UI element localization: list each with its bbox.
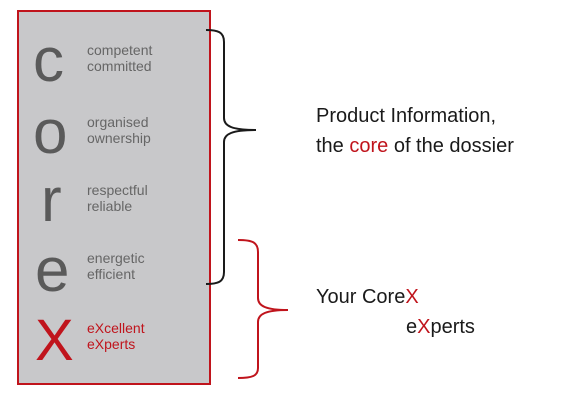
info-line-2-after: of the dossier [388,135,514,157]
row-e: e energetic efficient [19,240,209,308]
word-energetic: energetic [87,250,145,266]
words-r: respectful reliable [87,182,148,214]
row-x: X eXcellent eXperts [19,308,209,376]
words-o: organised ownership [87,114,151,146]
corex-panel: c competent committed o organised owners… [17,10,211,385]
row-c: c competent committed [19,30,209,98]
word-reliable: reliable [87,198,133,214]
info-line-2-before: the [316,135,350,157]
letter-x: X [35,308,74,373]
bracket-core [205,29,257,285]
experts-line-1-before: Your Core [316,286,406,308]
letter-e: e [35,236,70,305]
words-e: energetic efficient [87,250,145,282]
word-excellent: eXcellent [87,320,145,336]
letter-o: o [33,98,68,167]
word-committed: committed [87,58,152,74]
experts-line-2: eXperts [316,312,475,342]
experts-label: Your CoreX eXperts [316,282,475,342]
word-organised: organised [87,114,149,130]
row-r: r respectful reliable [19,170,209,238]
letter-r: r [41,166,62,235]
info-line-2: the core of the dossier [316,131,514,161]
word-ownership: ownership [87,130,151,146]
word-efficient: efficient [87,266,135,282]
experts-line-2-after: perts [430,316,475,338]
bracket-experts [237,239,289,379]
word-respectful: respectful [87,182,148,198]
experts-line-2-before: e [406,316,418,338]
experts-line-2-x: X [417,316,431,338]
experts-line-1: Your CoreX [316,286,419,308]
info-core-word: core [349,135,389,157]
product-info-label: Product Information, the core of the dos… [316,101,514,161]
letter-c: c [33,26,64,95]
info-line-1: Product Information, [316,105,497,127]
words-x: eXcellent eXperts [87,320,145,352]
word-competent: competent [87,42,153,58]
word-experts: eXperts [87,336,136,352]
words-c: competent committed [87,42,152,74]
row-o: o organised ownership [19,102,209,170]
experts-line-1-x: X [405,286,419,308]
